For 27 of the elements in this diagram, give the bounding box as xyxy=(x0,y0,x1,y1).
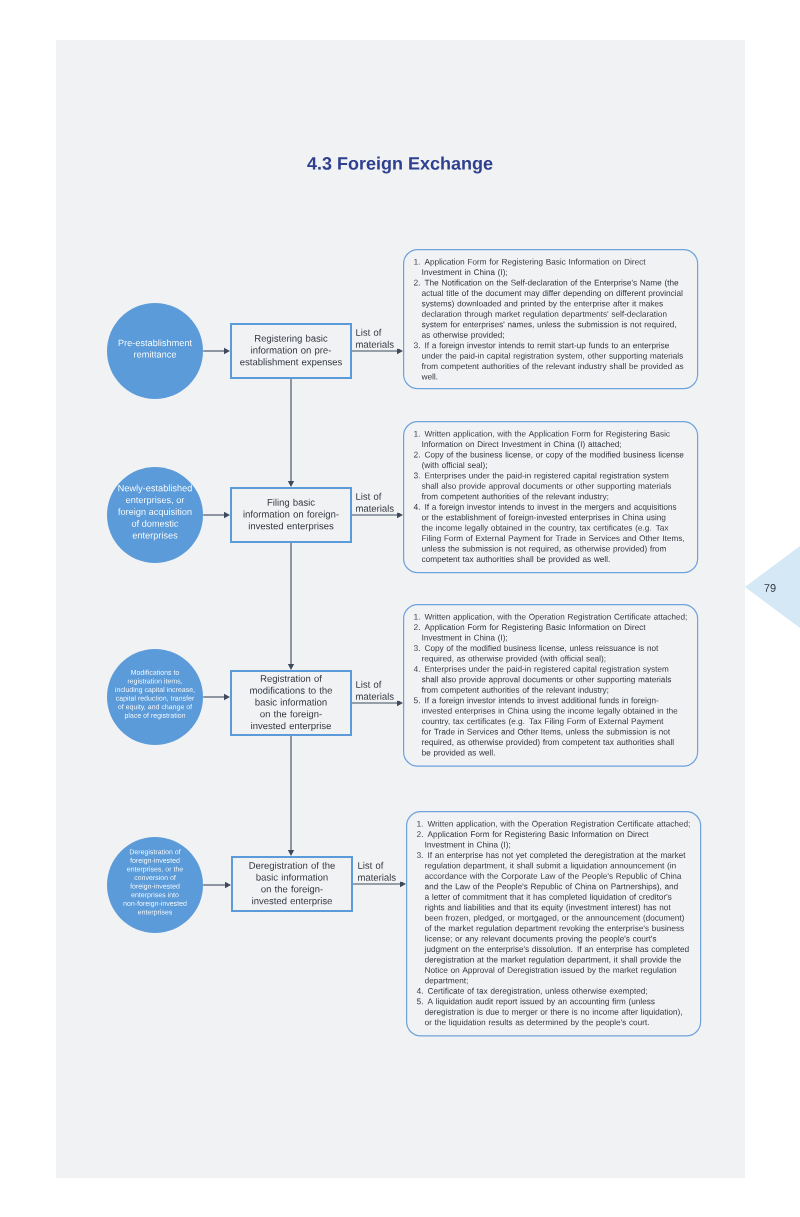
materials-box xyxy=(406,811,702,1037)
process-box: Deregistration of the basic information on the foreign-invested enterprise xyxy=(231,856,353,912)
list-item: 4. Enterprises under the paid-in registered capital registration system shall also provide approval documents or other supporting materials from competent authorities of the relevant industry; xyxy=(413,665,672,695)
process-box: Registration of modifications to the basic information on the foreign-invested enterprise xyxy=(230,670,352,737)
list-item: 2. Copy of the business license, or copy of the modified business license (with official seal); xyxy=(414,451,684,470)
list-item: 4. Certificate of tax deregistration, unless otherwise exempted; xyxy=(416,987,647,996)
materials-box xyxy=(403,421,699,574)
list-item: 1. Application Form for Registering Basic Information on Direct Investment in China (I); xyxy=(414,258,646,277)
process-box: Filing basic information on foreign-invested enterprises xyxy=(230,487,352,543)
list-item: 1. Written application, with the Application Form for Registering Basic Information on Direct Investment in China (I) attached; xyxy=(414,430,670,449)
list-item: 1. Written application, with the Operation Registration Certificate attached; xyxy=(414,613,687,622)
list-item: 2. Application Form for Registering Basic Information on Direct Investment in China (I); xyxy=(417,831,649,850)
list-item: 3. If a foreign investor intends to remit start-up funds to an enterprise under the paid-in capital registration system, other supporting materials from competent authorities of the relevant industry shall be provided as well. xyxy=(413,342,684,380)
materials-box xyxy=(403,249,699,390)
list-item: 4. If a foreign investor intends to invest in the mergers and acquisitions or the establishment of foreign-invested enterprises in China using the income legally obtained in the country, tax certificates (e.g. Tax Filing Form of External Payment for Trade in Services and Other Items, unless the submission is not required, as otherwise provided) from competent tax authorities shall be provided as well. xyxy=(413,503,684,564)
process-box: Registering basic information on pre-establishment expenses xyxy=(230,323,352,379)
list-item: 3. If an enterprise has not yet completed the deregistration at the market regulation department, it shall submit a liquidation announcement (in accordance with the Corporate Law of the People's Republic of China and the Law of the People's Republic of China on Partnerships), and a letter of commitment that it has completed liquidation of creditor's rights and liabilities and that its equity (investment interest) has not been frozen, pledged, or mortgaged, or the announcement (document) of the market regulation department revoking the enterprise's business license; or any relevant documents proving the people's court's judgment on the enterprise's dissolution. If an enterprise has completed deregistration at the market regulation department, it shall provide the Notice on Approval of Deregistration issued by the market regulation department; xyxy=(416,851,689,985)
list-item: 2. The Notification on the Self-declaration of the Enterprise's Name (the actual title of the document may differ depending on different provincial systems) downloaded and printed by the enterprise after it makes declaration through market regulation departments' self-declaration system for enterprises' names, unless the submission is not required, as otherwise provided; xyxy=(414,279,683,340)
page-number: 79 xyxy=(764,584,776,592)
list-item: 3. Enterprises under the paid-in registered capital registration system shall also provide approval documents or other supporting materials from competent authorities of the relevant industry; xyxy=(413,472,672,501)
list-item: 1. Written application, with the Operation Registration Certificate attached; xyxy=(417,820,690,829)
list-item: 5. A liquidation audit report issued by an accounting firm (unless deregistration is due to merger or there is no income after liquidation), or the liquidation results as determined by the people's court. xyxy=(416,998,682,1027)
list-item: 3. Copy of the modified business license, unless reissuance is not required, as otherwise provided (with official seal); xyxy=(413,644,659,664)
list-item: 2. Application Form for Registering Basic Information on Direct Investment in China (I); xyxy=(414,624,646,643)
title: 4.3 Foreign Exchange xyxy=(307,156,493,174)
materials-box xyxy=(403,604,699,767)
list-item: 5. If a foreign investor intends to invest additional funds in foreign-invested enterprises in China using the income legally obtained in the country, tax certificates (e.g. Tax Filing Form of External Payment for Trade in Services and Other Items, unless the submission is not required, as otherwise provided) from competent tax authorities shall be provided as well. xyxy=(413,697,678,758)
